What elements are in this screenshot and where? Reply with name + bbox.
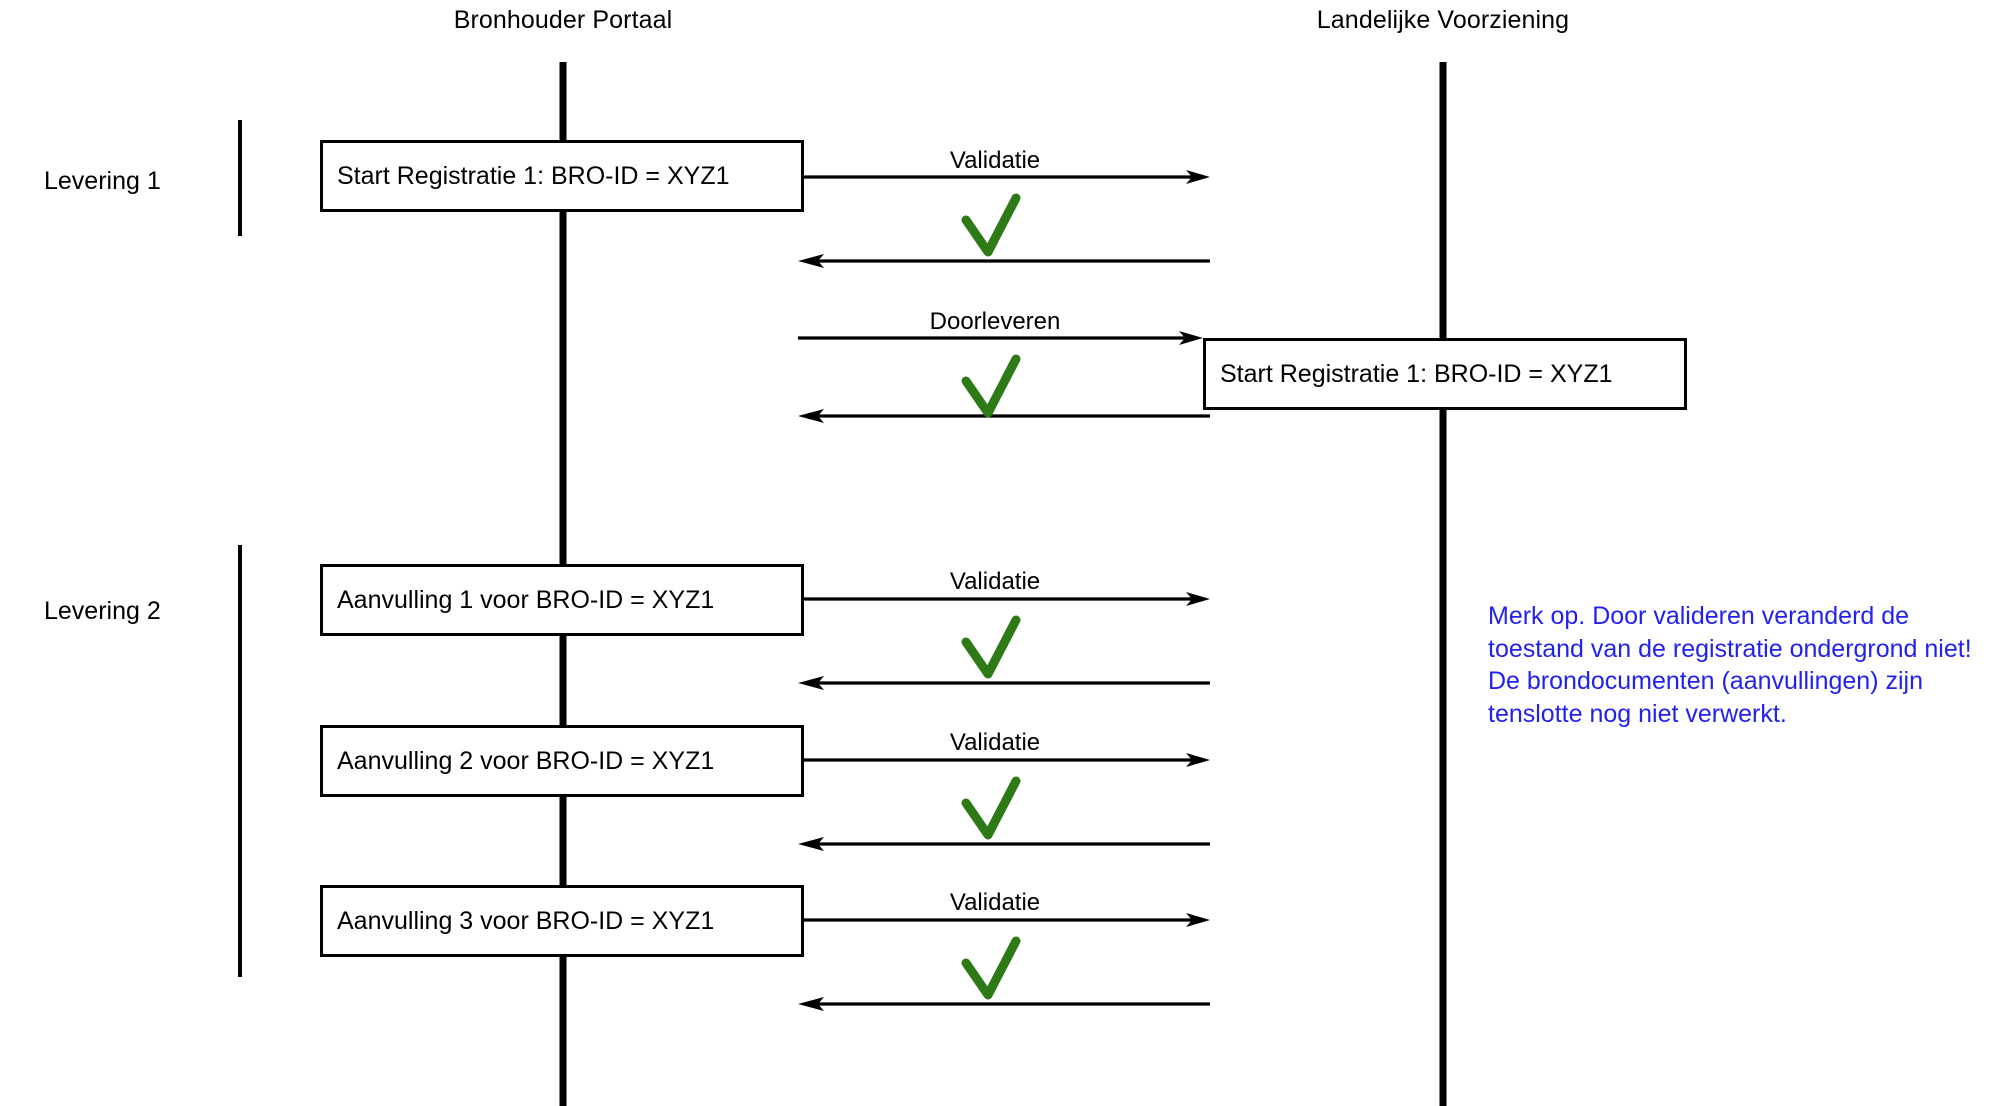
phase-label-levering-1: Levering 1 [44,167,161,195]
arrow-label-validatie-2: Validatie [949,568,1041,595]
phase-label-levering-2: Levering 2 [44,597,161,625]
arrow-validatie-3-return-left[interactable] [798,837,1210,851]
lifeline-bar-landelijke-voorziening [1439,62,1447,1106]
arrow-validatie-1-return-left[interactable] [798,254,1210,268]
checkmark-icon-validatie-4 [960,935,1022,1003]
checkmark-icon-validatie-1 [960,192,1022,260]
arrow-label-validatie-4: Validatie [949,889,1041,916]
checkmark-icon-validatie-3 [960,775,1022,843]
checkmark-icon-validatie-2 [960,614,1022,682]
box-start-registratie-right[interactable]: Start Registratie 1: BRO-ID = XYZ1 [1203,338,1687,410]
arrow-validatie-4-return-left[interactable] [798,997,1210,1011]
arrow-validatie-2-right[interactable] [800,592,1210,606]
phase-bracket-levering-2 [238,545,242,977]
box-start-registratie-left[interactable]: Start Registratie 1: BRO-ID = XYZ1 [320,140,804,212]
arrow-label-validatie-1: Validatie [949,147,1041,174]
arrow-label-validatie-3: Validatie [949,729,1041,756]
arrow-validatie-4-right[interactable] [800,913,1210,927]
box-aanvulling-3[interactable]: Aanvulling 3 voor BRO-ID = XYZ1 [320,885,804,957]
box-aanvulling-1[interactable]: Aanvulling 1 voor BRO-ID = XYZ1 [320,564,804,636]
note-validatie: Merk op. Door valideren veranderd de toe… [1488,602,1972,728]
lifeline-title-bronhouder-portaal: Bronhouder Portaal [453,6,673,34]
arrow-validatie-1-right[interactable] [800,170,1210,184]
phase-bracket-levering-1 [238,120,242,236]
arrow-doorleveren-right[interactable] [798,331,1203,345]
arrow-doorleveren-return-left[interactable] [798,409,1210,423]
arrow-validatie-2-return-left[interactable] [798,676,1210,690]
checkmark-icon-doorleveren [960,353,1022,421]
arrow-label-doorleveren: Doorleveren [929,308,1061,335]
lifeline-title-landelijke-voorziening: Landelijke Voorziening [1316,6,1570,34]
arrow-validatie-3-right[interactable] [800,753,1210,767]
box-aanvulling-2[interactable]: Aanvulling 2 voor BRO-ID = XYZ1 [320,725,804,797]
